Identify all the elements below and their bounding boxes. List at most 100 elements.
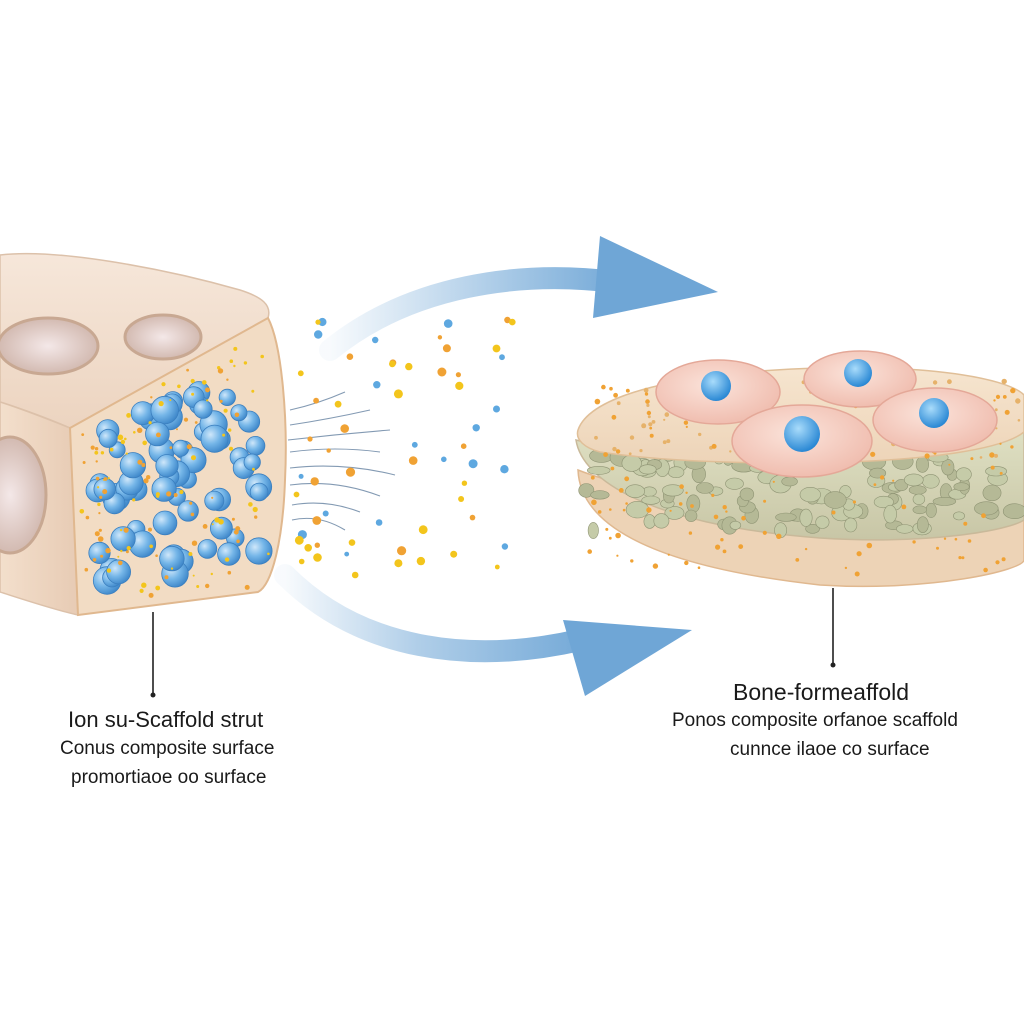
disc-top-speck bbox=[643, 387, 649, 393]
ion-bead bbox=[159, 545, 185, 572]
disc-speck bbox=[597, 510, 602, 514]
ion-speck bbox=[137, 459, 143, 465]
disc-granule bbox=[925, 502, 937, 518]
ion-speck bbox=[252, 467, 255, 471]
ion-speck bbox=[120, 549, 123, 553]
released-ion bbox=[443, 319, 453, 328]
released-ion bbox=[314, 330, 323, 339]
ion-speck bbox=[92, 558, 97, 562]
top-arrow bbox=[319, 236, 718, 361]
ion-speck bbox=[229, 446, 233, 451]
ion-bead bbox=[98, 428, 118, 448]
left-label-line-1: Conus composite surface bbox=[60, 738, 275, 759]
disc-granule bbox=[625, 501, 650, 519]
disc-granule bbox=[844, 517, 858, 533]
ion-streak bbox=[289, 409, 371, 426]
disc-speck bbox=[616, 554, 619, 557]
disc-top-speck bbox=[603, 452, 608, 457]
disc-top-speck bbox=[648, 422, 653, 427]
disc-granule bbox=[667, 466, 685, 479]
disc-speck bbox=[725, 510, 728, 513]
released-ion bbox=[493, 405, 500, 413]
disc-speck bbox=[901, 504, 907, 510]
disc-granule bbox=[641, 495, 661, 505]
disc-speck bbox=[983, 567, 988, 573]
disc-speck bbox=[608, 536, 612, 540]
released-ion bbox=[405, 362, 413, 371]
ion-speck bbox=[146, 475, 151, 480]
ion-speck bbox=[206, 399, 209, 402]
disc-granule bbox=[805, 523, 820, 534]
ion-speck bbox=[97, 486, 100, 489]
released-ion bbox=[297, 370, 304, 377]
bone-scaffold-disc bbox=[575, 350, 1024, 588]
disc-top-speck bbox=[995, 394, 1001, 399]
disc-granule bbox=[985, 466, 1008, 477]
disc-granule bbox=[903, 473, 924, 487]
ion-speck bbox=[191, 540, 198, 546]
disc-top-speck bbox=[613, 392, 618, 398]
disc-top-speck bbox=[649, 426, 653, 430]
released-ion bbox=[310, 477, 319, 486]
disc-speck bbox=[711, 493, 715, 497]
ion-speck bbox=[149, 544, 153, 549]
disc-top-speck bbox=[647, 415, 651, 419]
released-ion bbox=[416, 556, 426, 566]
ion-speck bbox=[202, 524, 208, 529]
right-label-line-2: cunnce ilaoe co surface bbox=[730, 739, 930, 760]
disc-granule bbox=[953, 482, 970, 492]
left-label-line-2: promortiaoe oo surface bbox=[71, 767, 267, 788]
ion-speck bbox=[150, 396, 153, 399]
disc-granule bbox=[815, 515, 830, 529]
disc-speck bbox=[852, 500, 857, 504]
disc-speck bbox=[844, 566, 848, 570]
ion-speck bbox=[102, 489, 108, 495]
disc-top-speck bbox=[625, 388, 630, 393]
disc-speck bbox=[685, 491, 688, 494]
disc-granule bbox=[686, 494, 701, 513]
ion-bead-cluster bbox=[85, 381, 273, 595]
disc-granule bbox=[799, 487, 821, 503]
released-ion bbox=[298, 473, 304, 479]
disc-speck bbox=[856, 551, 862, 557]
disc-speck bbox=[961, 556, 965, 560]
ion-bead bbox=[245, 537, 273, 565]
ion-speck bbox=[97, 502, 101, 507]
released-ion bbox=[509, 318, 516, 326]
ion-bead bbox=[200, 424, 229, 453]
disc-speck bbox=[605, 527, 609, 531]
disc-speck bbox=[762, 530, 767, 535]
disc-speck bbox=[720, 538, 724, 542]
disc-granule bbox=[587, 522, 599, 539]
ion-speck bbox=[126, 546, 131, 551]
released-ion bbox=[307, 436, 313, 442]
right-label-line-1: Ponos composite orfanoe scaffold bbox=[672, 710, 958, 731]
ion-speck bbox=[125, 550, 129, 554]
disc-speck bbox=[990, 465, 995, 470]
ion-speck bbox=[94, 447, 99, 451]
ion-speck bbox=[139, 588, 144, 594]
released-ion bbox=[442, 344, 451, 353]
disc-speck bbox=[722, 505, 727, 510]
disc-top-speck bbox=[1004, 409, 1010, 415]
released-ion bbox=[408, 456, 418, 465]
ion-bead bbox=[150, 395, 179, 425]
released-ion bbox=[499, 354, 505, 361]
disc-granule bbox=[974, 501, 999, 516]
released-ion bbox=[461, 480, 468, 486]
disc-top-speck bbox=[639, 449, 643, 453]
ion-speck bbox=[236, 539, 240, 544]
ion-speck bbox=[223, 408, 228, 413]
disc-granule bbox=[823, 491, 847, 509]
disc-top-speck bbox=[601, 384, 606, 390]
left-label-title: Ion su-Scaffold strut bbox=[68, 707, 264, 732]
ion-speck bbox=[126, 413, 131, 418]
released-ion bbox=[455, 381, 464, 390]
released-ion bbox=[313, 553, 322, 562]
disc-granule bbox=[912, 493, 926, 505]
ion-speck bbox=[244, 584, 250, 590]
disc-granule bbox=[912, 505, 927, 515]
disc-top-speck bbox=[611, 414, 617, 420]
released-ion bbox=[340, 424, 350, 433]
